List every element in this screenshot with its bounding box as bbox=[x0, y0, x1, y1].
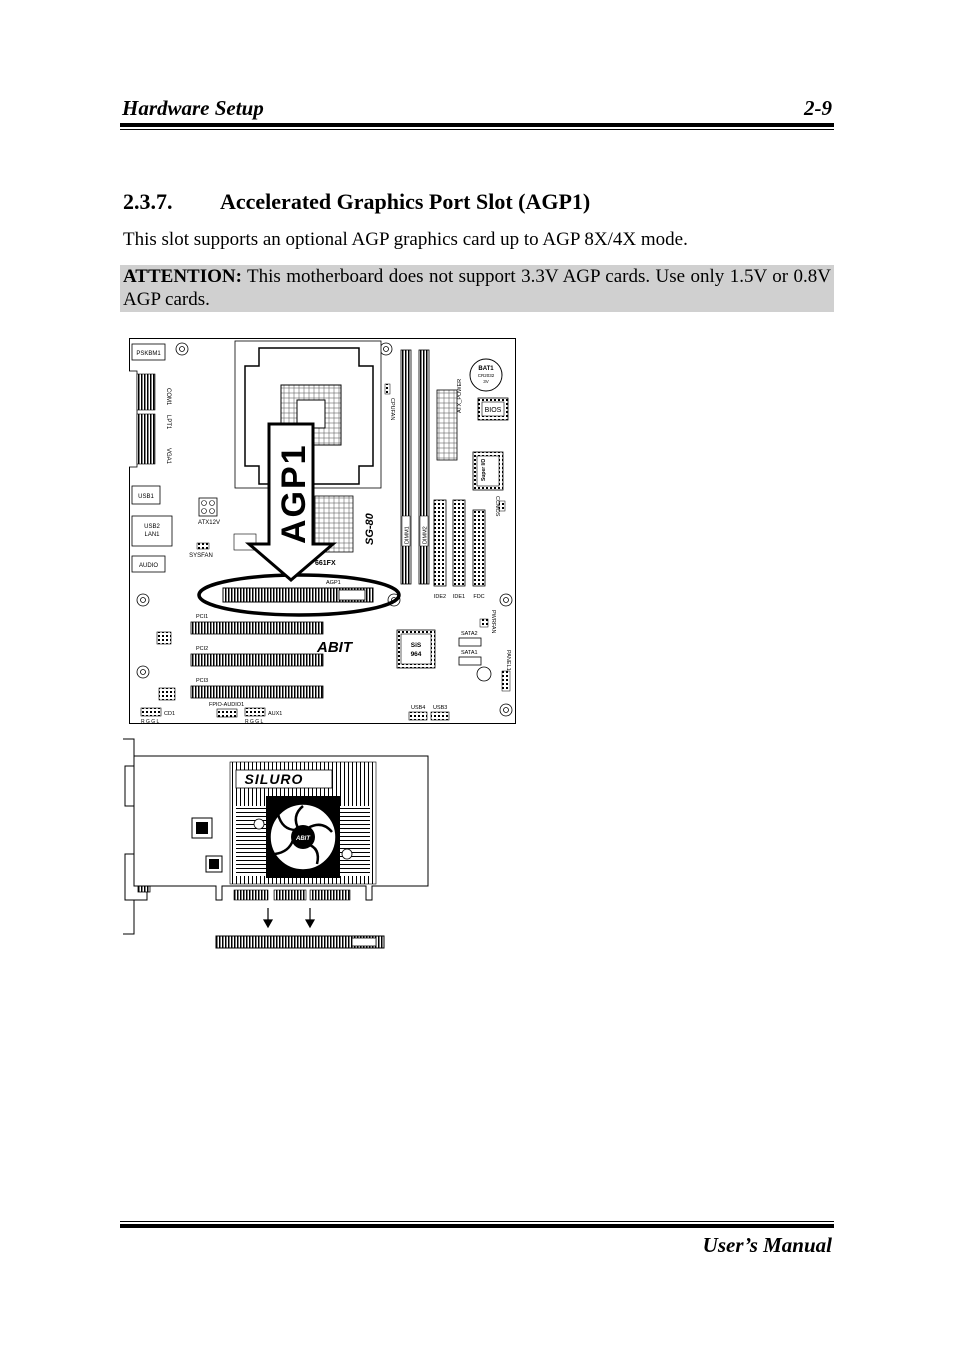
body-paragraph: This slot supports an optional AGP graph… bbox=[123, 229, 688, 250]
label-dimm2: DIMM2 bbox=[423, 526, 429, 544]
label-rggl-1: R G G L bbox=[141, 719, 160, 725]
label-3v: 3V bbox=[483, 379, 489, 384]
label-abit-logo: ABIT bbox=[316, 639, 354, 656]
label-pwrfan: PWRFAN bbox=[490, 610, 496, 634]
motherboard-layout-figure: PSKBM1 COM1 LPT1 VGA1 USB1 USB2 LAN1 AUD… bbox=[120, 338, 519, 733]
attention-label: ATTENTION: bbox=[123, 266, 242, 287]
label-sysfan: SYSFAN bbox=[189, 553, 213, 559]
label-dimm1: DIMM1 bbox=[405, 526, 411, 544]
header-rule-thick bbox=[120, 123, 834, 127]
footer-manual-title: User’s Manual bbox=[702, 1233, 832, 1257]
label-panel1: PANEL1 bbox=[505, 650, 511, 671]
card-fan-logo: ABIT bbox=[295, 836, 311, 842]
label-audio: AUDIO bbox=[139, 563, 158, 569]
label-atx12v: ATX12V bbox=[198, 520, 220, 526]
label-pci1: PCI1 bbox=[196, 614, 208, 620]
label-fpio-audio1: FPIO-AUDIO1 bbox=[209, 702, 244, 708]
attention-text: ATTENTION: This motherboard does not sup… bbox=[123, 265, 831, 311]
label-com1: COM1 bbox=[165, 388, 171, 406]
attention-message: This motherboard does not support 3.3V A… bbox=[123, 266, 831, 310]
label-ccmos: CCMOS bbox=[494, 496, 500, 517]
label-rggl-2: R G G L bbox=[245, 719, 264, 725]
label-ide2: IDE2 bbox=[434, 594, 446, 600]
label-usb3: USB3 bbox=[433, 705, 447, 711]
card-brand-label: SILURO bbox=[245, 771, 304, 787]
label-661fx: 661FX bbox=[315, 560, 336, 567]
label-usb4: USB4 bbox=[411, 705, 425, 711]
label-usb2: USB2 bbox=[144, 524, 160, 530]
label-lan1: LAN1 bbox=[144, 532, 160, 538]
header-rule-thin bbox=[120, 129, 834, 130]
footer-rule-thin bbox=[120, 1221, 834, 1222]
label-atx-power: ATX_POWER bbox=[457, 379, 463, 413]
label-sata2: SATA2 bbox=[461, 631, 478, 637]
label-pci2: PCI2 bbox=[196, 646, 208, 652]
label-pskbm1: PSKBM1 bbox=[136, 351, 161, 357]
label-sg80: SG-80 bbox=[364, 512, 376, 545]
label-aux1: AUX1 bbox=[268, 711, 282, 717]
label-pci3: PCI3 bbox=[196, 678, 208, 684]
label-bios: BIOS bbox=[485, 407, 502, 414]
label-fdc: FDC bbox=[473, 594, 484, 600]
label-usb1: USB1 bbox=[138, 494, 154, 500]
footer-rule-thick bbox=[120, 1224, 834, 1228]
label-cd1: CD1 bbox=[164, 711, 175, 717]
label-ide1: IDE1 bbox=[453, 594, 465, 600]
insert-arrows bbox=[262, 908, 316, 929]
agp1-callout-arrow: AGP1 bbox=[244, 422, 338, 582]
label-cpufan: CPUFAN bbox=[389, 398, 395, 420]
page-header: Hardware Setup 2-9 bbox=[120, 96, 834, 120]
attention-box: ATTENTION: This motherboard does not sup… bbox=[120, 265, 834, 312]
label-vga1: VGA1 bbox=[165, 448, 171, 465]
motherboard-diagram: PSKBM1 COM1 LPT1 VGA1 USB1 USB2 LAN1 AUD… bbox=[120, 338, 516, 725]
agp-card-diagram: SILURO ABIT bbox=[123, 738, 429, 949]
section-title-text: Accelerated Graphics Port Slot (AGP1) bbox=[220, 189, 591, 214]
agp-card-figure: SILURO ABIT bbox=[120, 736, 432, 961]
label-agp1-callout: AGP1 bbox=[275, 443, 313, 544]
header-page-number: 2-9 bbox=[804, 96, 832, 120]
header-section-name: Hardware Setup bbox=[122, 96, 264, 120]
label-agp1-small: AGP1 bbox=[326, 580, 341, 586]
label-sis: SiS bbox=[411, 642, 422, 649]
label-lpt1: LPT1 bbox=[165, 415, 171, 430]
label-bat1: BAT1 bbox=[478, 366, 494, 372]
label-sata1: SATA1 bbox=[461, 650, 478, 656]
label-964: 964 bbox=[411, 651, 422, 658]
section-number: 2.3.7. bbox=[123, 189, 173, 214]
label-super-io: Super I/O bbox=[481, 459, 487, 481]
label-cr2032: CR2032 bbox=[478, 373, 495, 378]
section-title: 2.3.7. Accelerated Graphics Port Slot (AG… bbox=[123, 189, 590, 215]
